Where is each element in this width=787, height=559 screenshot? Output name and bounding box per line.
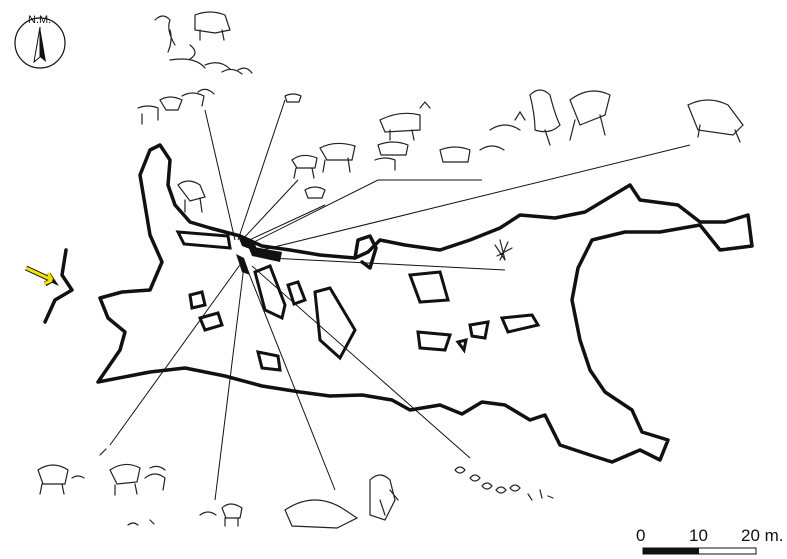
entrance-wall [43,248,74,324]
cave-outline [96,143,754,464]
scale-bar [642,547,757,555]
side-loop [353,234,378,270]
scale-tick-10: 10 [689,526,708,545]
scale-tick-0: 0 [636,526,646,545]
rock-art-figures [37,11,744,529]
pillars [175,230,541,372]
scale-tick-20: 20 m. [741,526,784,545]
north-arrow-label: N.M. [28,14,52,26]
north-arrow-icon [14,17,66,69]
leader-lines [109,99,691,501]
